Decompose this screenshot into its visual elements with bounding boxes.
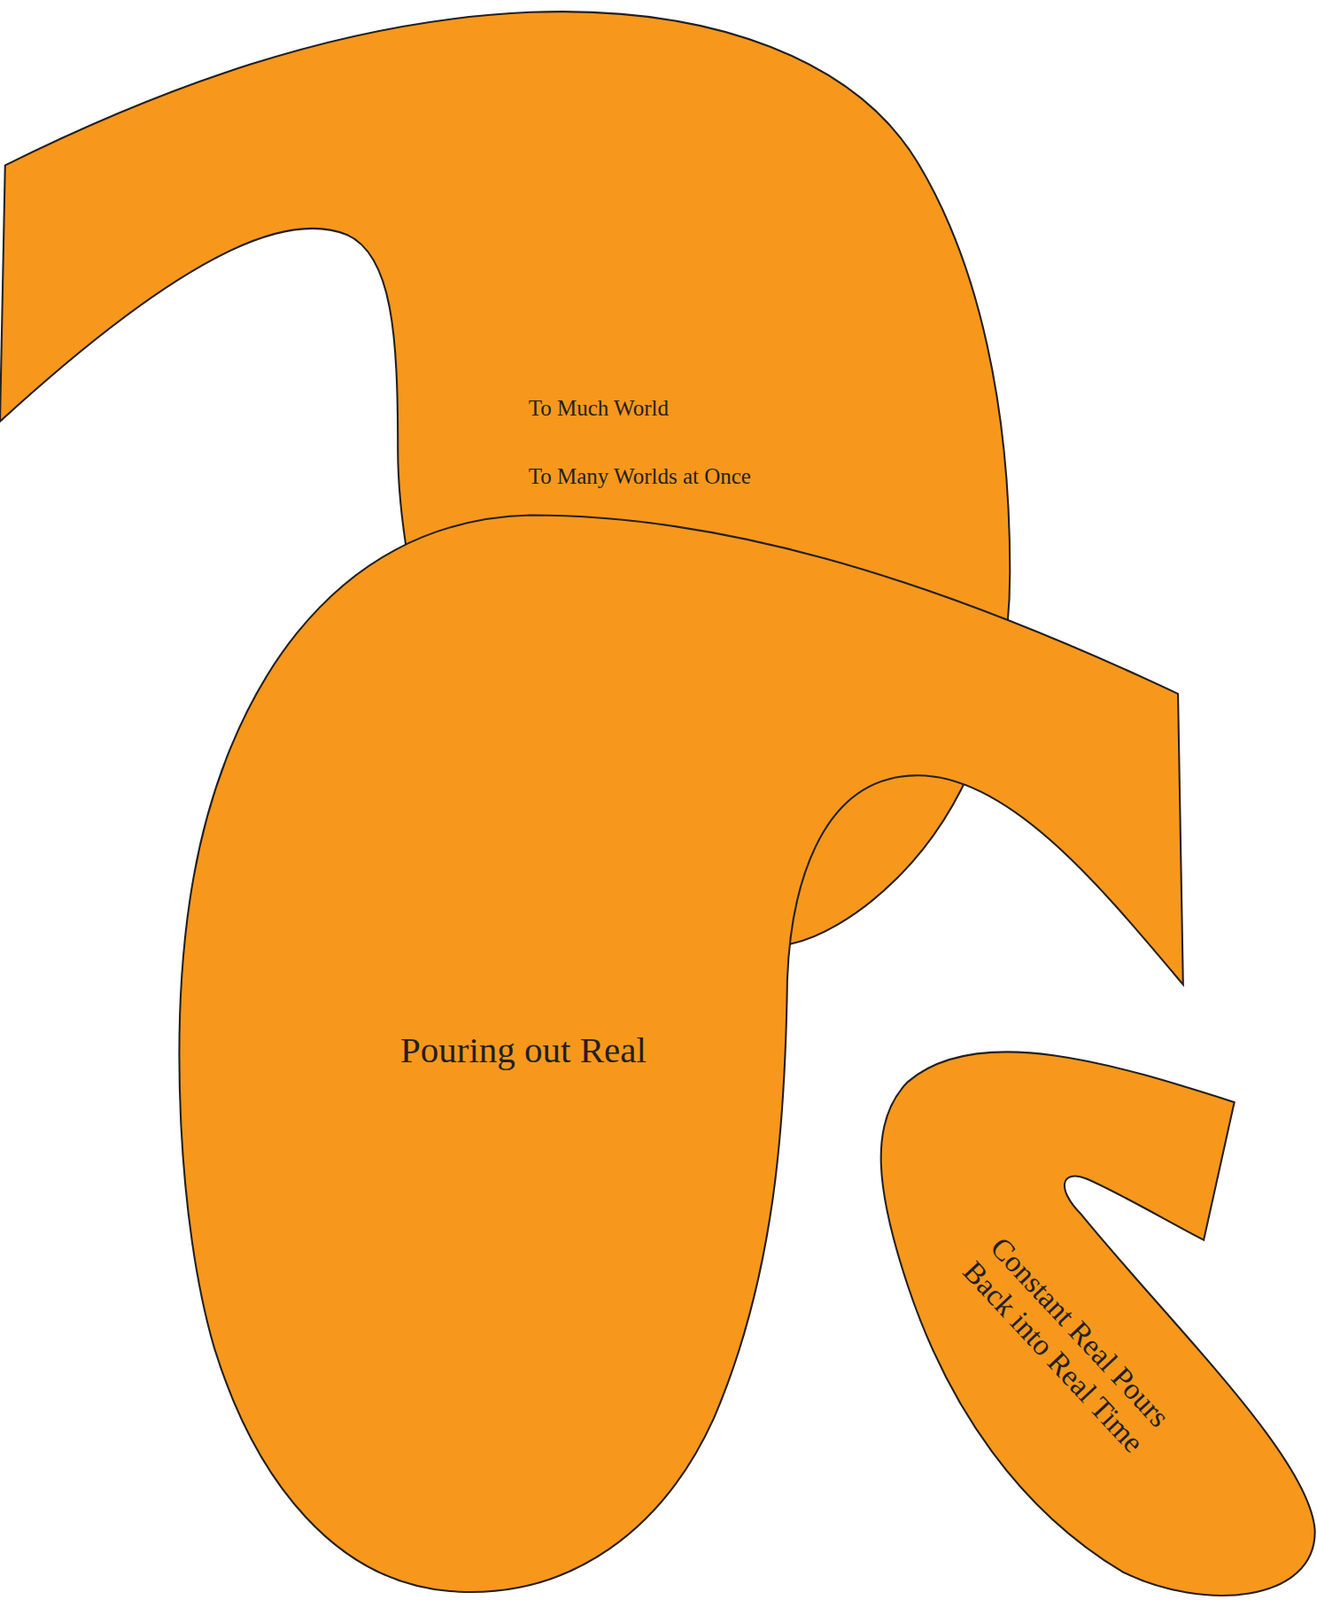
orange-drop-shape: Constant Real Pours Back into Real Time xyxy=(867,1020,1317,1600)
blob-outline xyxy=(881,1051,1316,1596)
shape-sublabel: To Many Worlds at Once xyxy=(528,463,752,490)
shape-label: To Much World xyxy=(528,395,669,422)
shape-label: Pouring out Real xyxy=(400,1029,647,1073)
shape-outline xyxy=(867,1020,1317,1600)
